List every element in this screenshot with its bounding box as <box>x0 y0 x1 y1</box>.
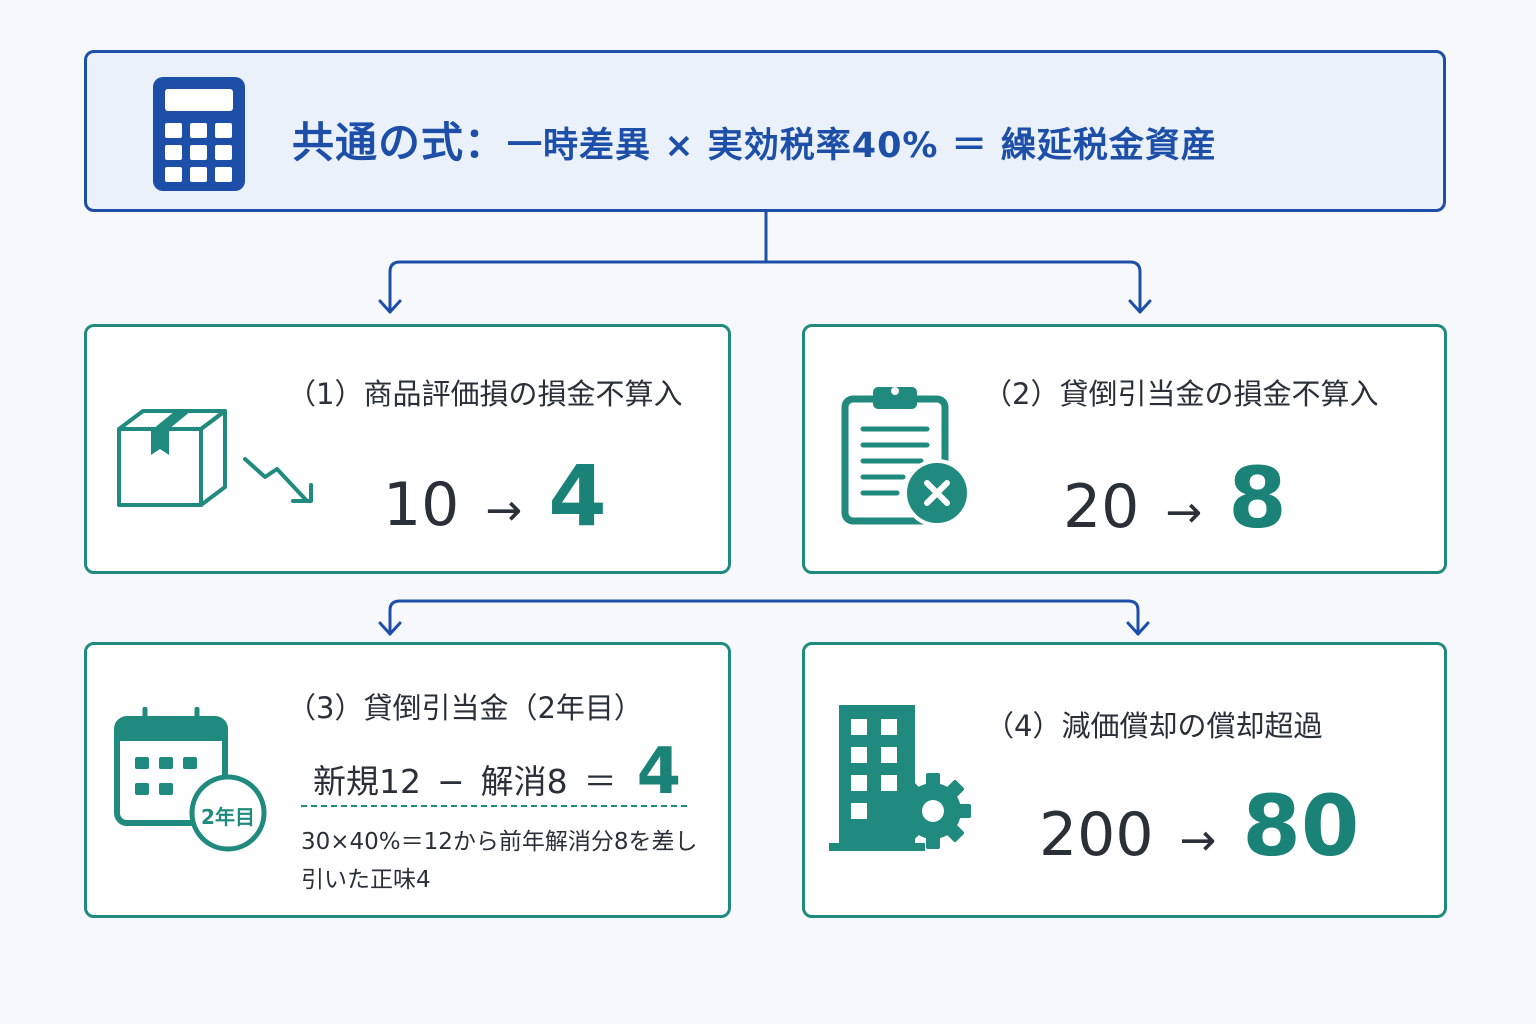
explanation-note: 30×40%＝12から前年解消分8を差し引いた正味4 <box>301 829 698 893</box>
value-before: 200 <box>1039 800 1154 870</box>
year-badge: 2年目 <box>201 805 255 829</box>
card-title: （3）貸倒引当金（2年目） <box>287 691 643 725</box>
card-excess-depreciation: （4）減価償却の償却超過 200 → 80 <box>802 642 1447 918</box>
formula-expression: 一時差異 × 実効税率40% ＝ 繰延税金資産 <box>507 126 1217 166</box>
calendar-icon <box>114 706 267 852</box>
value-after: 4 <box>548 447 607 545</box>
dashed-divider <box>301 805 687 807</box>
box-decline-icon <box>117 409 313 507</box>
formula-lead: 共通の式： <box>292 118 508 167</box>
value-row: 20 → 8 <box>1063 449 1287 547</box>
building-gear-icon <box>829 705 971 851</box>
card-title: （2）貸倒引当金の損金不算入 <box>983 377 1379 411</box>
arrow-right-icon: → <box>1165 487 1203 538</box>
card-bad-debt-allowance: （2）貸倒引当金の損金不算入 20 → 8 <box>802 324 1447 574</box>
formula-box: 共通の式：一時差異 × 実効税率40% ＝ 繰延税金資産 <box>84 50 1446 212</box>
arrow-right-icon: → <box>485 485 523 536</box>
value-after: 8 <box>1228 449 1287 547</box>
clipboard-x-icon <box>841 387 971 526</box>
value-row: 10 → 4 <box>383 447 607 545</box>
value-row: 200 → 80 <box>1039 777 1359 875</box>
value-after: 80 <box>1242 777 1360 875</box>
value-before: 20 <box>1063 472 1140 542</box>
formula-text: 共通の式：一時差異 × 実効税率40% ＝ 繰延税金資産 <box>292 109 1217 170</box>
card-title: （4）減価償却の償却超過 <box>985 709 1323 743</box>
calculator-icon <box>153 77 245 191</box>
calc-reversal: 解消8 <box>480 762 568 801</box>
arrow-right-icon: → <box>1179 815 1217 866</box>
calc-new: 新規12 <box>313 762 421 801</box>
calc-result: 4 <box>636 735 682 809</box>
card-inventory-writedown: （1）商品評価損の損金不算入 10 → 4 <box>84 324 731 574</box>
equals-sign: ＝ <box>583 762 617 801</box>
calculation-row: 新規12 − 解消8 ＝ 4 <box>313 735 681 809</box>
card-bad-debt-year2: 2年目 （3）貸倒引当金（2年目） 新規12 − 解消8 ＝ 4 30×40%＝… <box>84 642 731 918</box>
value-before: 10 <box>383 470 460 540</box>
card-title: （1）商品評価損の損金不算入 <box>287 377 683 411</box>
minus-sign: − <box>437 762 465 801</box>
calendar-badge-group: 2年目 <box>113 706 273 857</box>
